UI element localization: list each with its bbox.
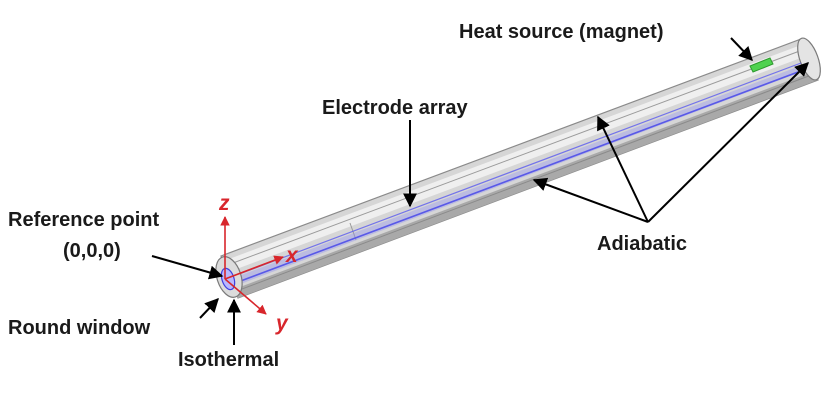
magnet-shape: [749, 57, 774, 73]
tube-shadow: [232, 72, 818, 298]
tube-highlight: [221, 45, 806, 273]
coordinate-axes: z x y: [218, 192, 299, 335]
y-axis-label: y: [275, 312, 289, 335]
adiabatic-arrow-2: [597, 115, 649, 223]
z-axis-label: z: [218, 192, 230, 215]
heat-source-label: Heat source (magnet): [459, 21, 664, 43]
x-axis-line: [224, 255, 284, 280]
round-window-label: Round window: [8, 317, 151, 339]
reference-coordinates-label: (0,0,0): [63, 240, 121, 262]
electrode-array: [228, 62, 802, 288]
reference-point-arrow: [151, 255, 224, 280]
cylinder-tube: [220, 37, 821, 299]
heat-source-arrow: [730, 37, 753, 62]
isothermal-label: Isothermal: [178, 349, 279, 371]
reference-point-label: Reference point: [8, 209, 159, 231]
adiabatic-label: Adiabatic: [597, 233, 687, 255]
annotation-arrows: [151, 37, 809, 345]
y-axis-line: [224, 278, 267, 315]
labels: Heat source (magnet) Electrode array Ref…: [8, 21, 687, 371]
x-axis-label: x: [285, 244, 299, 267]
round-window-arrow: [199, 297, 219, 319]
adiabatic-arrow-3: [647, 62, 809, 223]
adiabatic-arrow-1: [532, 177, 649, 223]
electrode-array-label: Electrode array: [322, 97, 469, 119]
